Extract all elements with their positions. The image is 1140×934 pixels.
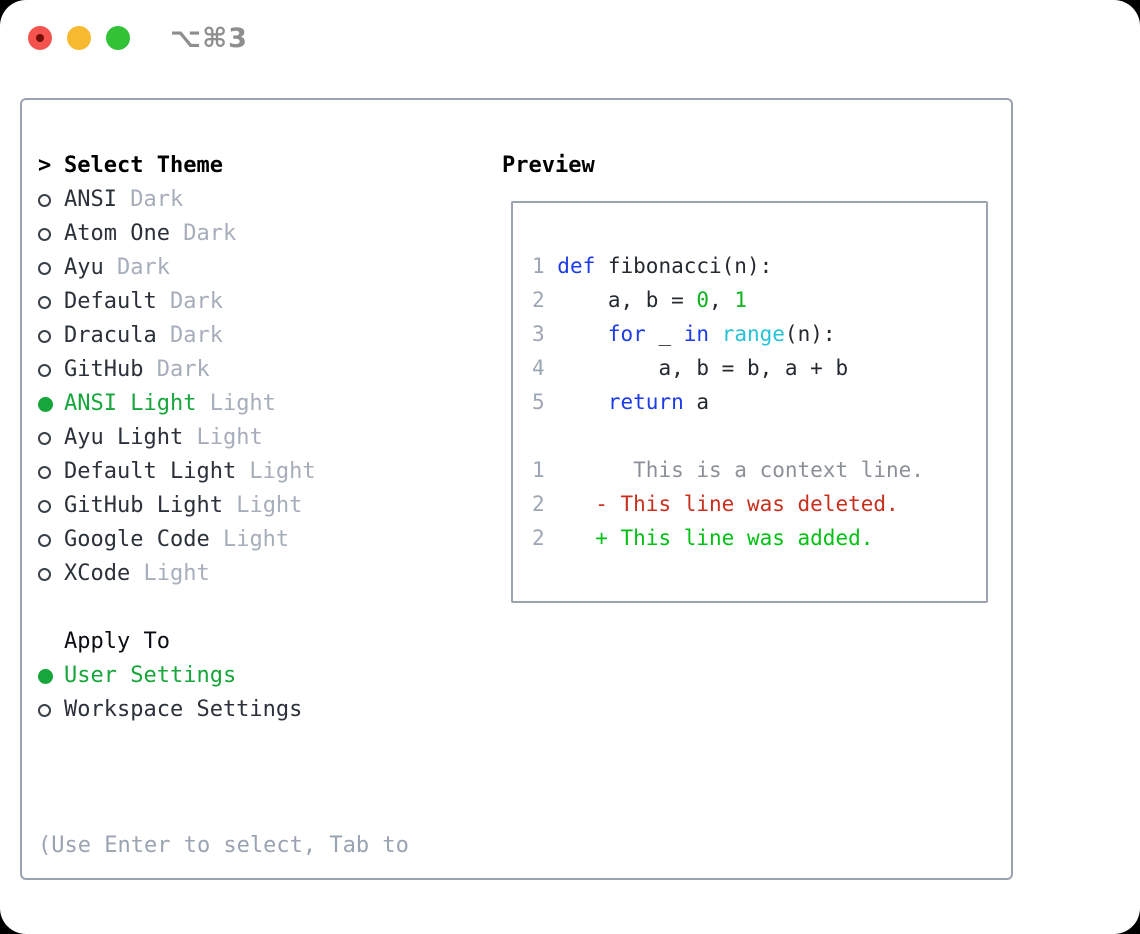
apply-target-option[interactable]: Workspace Settings bbox=[38, 693, 488, 727]
code-line: 4 a, b = b, a + b bbox=[532, 356, 849, 380]
focus-caret-icon: > bbox=[38, 153, 52, 178]
theme-option[interactable]: Ayu Dark bbox=[38, 251, 488, 285]
variant-badge: Dark bbox=[143, 357, 210, 382]
variant-badge: Dark bbox=[103, 255, 170, 280]
radio-unselected-icon bbox=[38, 193, 64, 207]
radio-unselected-icon bbox=[38, 499, 64, 513]
minimize-button-icon[interactable] bbox=[67, 26, 91, 50]
apply-target-option[interactable]: User Settings bbox=[38, 659, 488, 693]
variant-badge: Dark bbox=[116, 187, 184, 212]
code-line: 2 - This line was deleted. bbox=[532, 492, 899, 516]
code-line: 1 This is a context line. bbox=[532, 458, 924, 482]
option-label: GitHub bbox=[64, 357, 144, 382]
theme-picker-title: Select Theme bbox=[64, 153, 223, 178]
option-label: Atom One bbox=[64, 221, 170, 246]
theme-option[interactable]: GitHub Light Light bbox=[38, 489, 488, 523]
preview-column: Preview 1 def fibonacci(n): 2 a, b = 0, 1… bbox=[502, 149, 988, 603]
variant-badge: Light bbox=[209, 527, 290, 552]
theme-option[interactable]: Atom One Dark bbox=[38, 217, 488, 251]
code-line bbox=[532, 419, 986, 453]
variant-badge: Dark bbox=[156, 289, 223, 314]
theme-option[interactable]: Ayu Light Light bbox=[38, 421, 488, 455]
preview-title: Preview bbox=[502, 153, 595, 178]
code-line: 2 a, b = 0, 1 bbox=[532, 288, 747, 312]
radio-selected-icon bbox=[38, 668, 64, 684]
theme-option[interactable]: ANSI Dark bbox=[38, 183, 488, 217]
code-line: 2 + This line was added. bbox=[532, 526, 874, 550]
spacer bbox=[38, 727, 488, 761]
code-line: 1 def fibonacci(n): bbox=[532, 254, 773, 278]
theme-option[interactable]: XCode Light bbox=[38, 557, 488, 591]
titlebar: ⌥⌘3 bbox=[28, 22, 248, 54]
code-line: 5 return a bbox=[532, 390, 710, 414]
theme-option[interactable]: Dracula Dark bbox=[38, 319, 488, 353]
preview-code-box: 1 def fibonacci(n): 2 a, b = 0, 1 3 for _ … bbox=[511, 201, 988, 603]
variant-badge: Light bbox=[196, 391, 276, 416]
theme-option[interactable]: GitHub Dark bbox=[38, 353, 488, 387]
radio-selected-icon bbox=[38, 396, 64, 412]
radio-unselected-icon bbox=[38, 431, 64, 445]
radio-unselected-icon bbox=[38, 295, 64, 309]
option-label: Default bbox=[64, 289, 157, 314]
option-label: Dracula bbox=[64, 323, 157, 348]
radio-unselected-icon bbox=[38, 329, 64, 343]
radio-unselected-icon bbox=[38, 261, 64, 275]
variant-badge: Dark bbox=[156, 323, 223, 348]
option-label: User Settings bbox=[64, 663, 237, 688]
variant-badge: Dark bbox=[169, 221, 237, 246]
radio-unselected-icon bbox=[38, 227, 64, 241]
variant-badge: Light bbox=[236, 459, 316, 484]
spacer bbox=[38, 591, 488, 625]
option-label: Ayu bbox=[64, 255, 104, 280]
variant-badge: Light bbox=[130, 561, 210, 586]
option-label: Ayu Light bbox=[64, 425, 184, 450]
theme-option[interactable]: Default Light Light bbox=[38, 455, 488, 489]
option-label: Workspace Settings bbox=[64, 697, 303, 722]
variant-badge: Light bbox=[222, 493, 303, 518]
variant-badge: Light bbox=[183, 425, 263, 450]
radio-unselected-icon bbox=[38, 465, 64, 479]
option-label: XCode bbox=[64, 561, 131, 586]
close-button-icon[interactable] bbox=[28, 26, 52, 50]
radio-unselected-icon bbox=[38, 567, 64, 581]
option-label: Google Code bbox=[64, 527, 210, 552]
option-label: GitHub Light bbox=[64, 493, 223, 518]
theme-option[interactable]: ANSI Light Light bbox=[38, 387, 488, 421]
code-line: 3 for _ in range(n): bbox=[532, 322, 836, 346]
apply-to-title: Apply To bbox=[64, 629, 170, 654]
theme-option[interactable]: Google Code Light bbox=[38, 523, 488, 557]
theme-picker-title-row: > Select Theme bbox=[38, 149, 488, 183]
theme-option[interactable]: Default Dark bbox=[38, 285, 488, 319]
radio-unselected-icon bbox=[38, 363, 64, 377]
help-line-1: (Use Enter to select, Tab to bbox=[38, 833, 409, 858]
radio-unselected-icon bbox=[38, 703, 64, 717]
radio-unselected-icon bbox=[38, 533, 64, 547]
option-label: Default Light bbox=[64, 459, 237, 484]
help-text: (Use Enter to select, Tab to change focu… bbox=[38, 761, 488, 934]
zoom-button-icon[interactable] bbox=[106, 26, 130, 50]
apply-to-title-row: Apply To bbox=[38, 625, 488, 659]
option-label: ANSI Light bbox=[64, 391, 197, 416]
window-shortcut-label: ⌥⌘3 bbox=[170, 22, 248, 54]
option-label: ANSI bbox=[64, 187, 117, 212]
